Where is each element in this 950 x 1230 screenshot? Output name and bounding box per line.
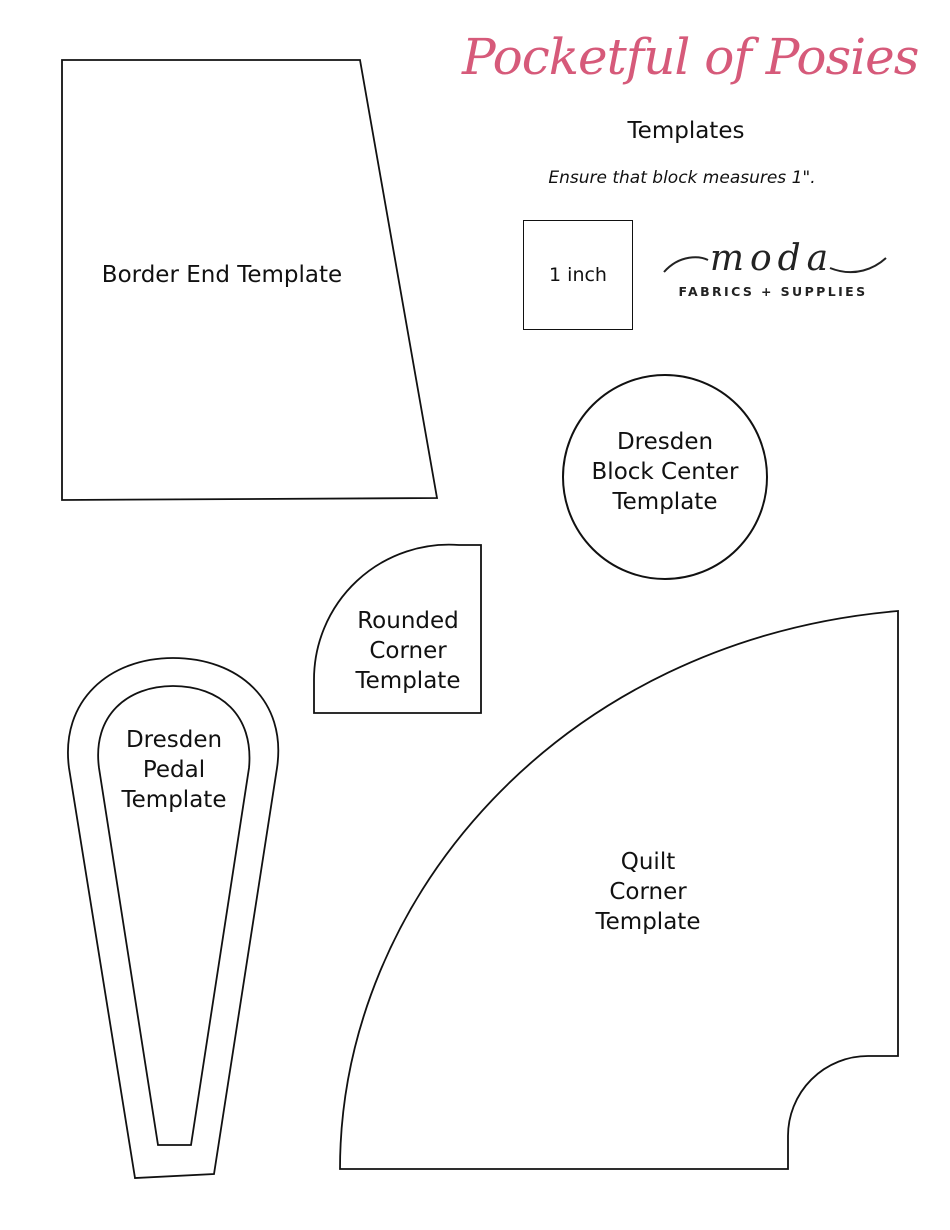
dresden-center-template-label: Dresden Block Center Template (565, 427, 765, 517)
dresden-pedal-outer-shape (67, 657, 280, 1179)
dresden-center-label-line: Block Center (591, 459, 739, 485)
moda-logo: moda (663, 238, 887, 279)
rounded-corner-template-label: Rounded Corner Template (338, 606, 478, 696)
quilt-corner-label-line: Corner (609, 879, 687, 905)
rounded-corner-label-line: Rounded (357, 608, 459, 634)
moda-logo-text: moda (710, 238, 834, 279)
border-end-template-label: Border End Template (62, 260, 382, 290)
border-end-template-shape (61, 59, 439, 501)
rounded-corner-label-line: Template (355, 668, 461, 694)
dresden-center-label-line: Template (612, 489, 718, 515)
dresden-pedal-label-line: Dresden (125, 727, 223, 753)
dresden-center-template-shape (562, 374, 768, 580)
dresden-pedal-template-label: Dresden Pedal Template (104, 725, 244, 815)
measure-note: Ensure that block measures 1". (548, 168, 816, 188)
quilt-corner-template-shape (339, 610, 899, 1170)
quilt-corner-label-line: Template (595, 909, 701, 935)
page-subtitle: Templates (627, 118, 745, 144)
moda-tagline: FABRICS + SUPPLIES (678, 284, 868, 299)
dresden-center-label-line: Dresden (616, 429, 714, 455)
one-inch-scale-box: 1 inch (523, 220, 633, 330)
border-end-label-line: Border End Template (101, 262, 343, 288)
quilt-corner-template-label: Quilt Corner Template (578, 847, 718, 937)
rounded-corner-template-shape (313, 543, 482, 714)
dresden-pedal-inner-shape (97, 685, 251, 1146)
moda-logo-swash (663, 256, 887, 274)
dresden-pedal-label-line: Template (121, 787, 227, 813)
page-title: Pocketful of Posies (462, 28, 919, 86)
one-inch-label: 1 inch (549, 264, 607, 286)
rounded-corner-label-line: Corner (369, 638, 447, 664)
dresden-pedal-label-line: Pedal (142, 757, 206, 783)
quilt-corner-label-line: Quilt (620, 849, 676, 875)
